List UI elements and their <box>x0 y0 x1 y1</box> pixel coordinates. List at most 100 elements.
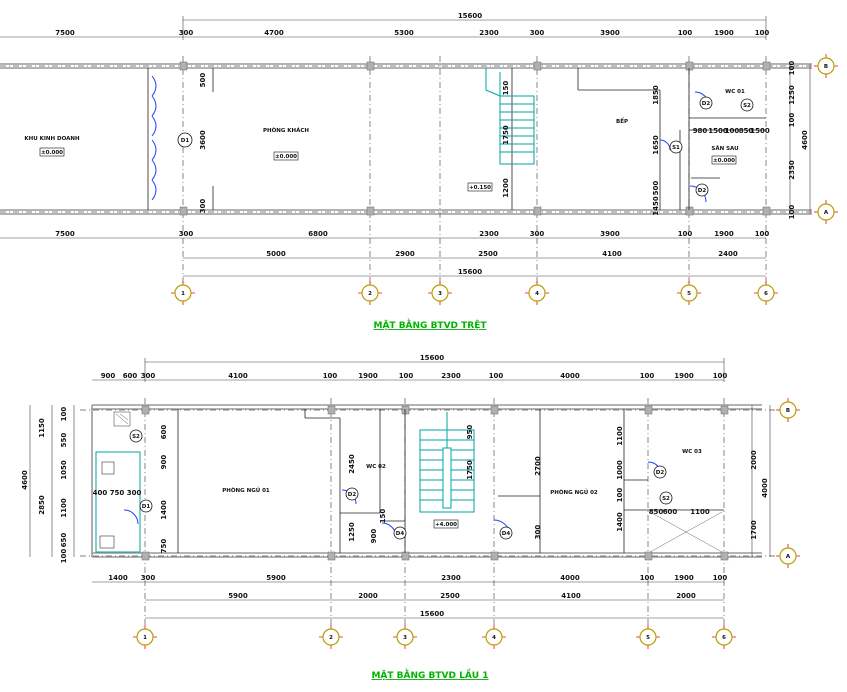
plan2-dim-top: 4100 <box>228 372 248 380</box>
plan2-inner-dim: 900 <box>160 455 168 470</box>
plan2-dim-top: 2300 <box>441 372 461 380</box>
plan1-inner-dim: 1200 <box>502 178 510 198</box>
plan2-axis-6: 6 <box>712 625 736 649</box>
plan2-dim-top: 100 <box>323 372 338 380</box>
axis-label: 6 <box>722 635 726 641</box>
door-tag-icon <box>177 132 193 148</box>
plan2-dim-top: 100 <box>489 372 504 380</box>
plan1-inner-dim: 1450 <box>652 196 660 216</box>
plan2-inner-dim: 1750 <box>466 460 474 480</box>
plan2-dim-bot: 100 <box>713 574 728 582</box>
plan1-axis-6: 6 <box>754 281 778 305</box>
plan1-door-3: S2 <box>743 103 751 109</box>
plan2-dim-bot: 1400 <box>108 574 128 582</box>
plan1-axis-2: 2 <box>358 281 382 305</box>
plan1-dim-bot-5: 300 <box>530 230 545 238</box>
plan1-dim-bot-1: 7500 <box>55 230 75 238</box>
plan1-inner-dim: 500 <box>652 181 660 196</box>
plan2-door-3: D2 <box>348 492 357 498</box>
plan2-dim-right-total: 4000 <box>761 478 769 498</box>
plan2-dim-top: 100 <box>399 372 414 380</box>
plan1-dim-top-3: 4700 <box>264 29 284 37</box>
axis-label: 3 <box>438 291 442 297</box>
plan1-axis-4: 4 <box>525 281 549 305</box>
plan1-dim-bot2-5: 2400 <box>718 250 738 258</box>
plan1-dim-right-1: 100 <box>788 61 796 76</box>
door-tag-icon <box>393 526 407 540</box>
plan2-axis-4: 4 <box>482 625 506 649</box>
plan2-dim-bot2: 5900 <box>228 592 248 600</box>
plan1-room-living: PHÒNG KHÁCH <box>263 127 309 134</box>
axis-label: A <box>824 210 829 216</box>
plan1-dim-top-8: 100 <box>678 29 693 37</box>
plan2-door-2: D1 <box>142 504 151 510</box>
plan2-inner-dim: 150 <box>379 509 387 524</box>
door-tag-icon <box>669 140 683 154</box>
plan2-dim-bot2: 2000 <box>676 592 696 600</box>
plan1-axis-5: 5 <box>677 281 701 305</box>
plan1-door-2: D2 <box>702 101 711 107</box>
plan2-inner-dim: 850 <box>649 508 664 516</box>
plan1-axis-3: 3 <box>428 281 452 305</box>
plan2-door-1: S2 <box>132 434 140 440</box>
plan1-dim-top-1: 7500 <box>55 29 75 37</box>
plan1-inner-dim: 980 <box>693 127 708 135</box>
plan2-dim-bot: 100 <box>640 574 655 582</box>
plan2-inner-dim: 1100 <box>616 426 624 446</box>
plan1-dim-bot-6: 3900 <box>600 230 620 238</box>
plan2-axis-5: 5 <box>636 625 660 649</box>
door-tag-icon <box>139 499 153 513</box>
axis-label: B <box>786 408 790 414</box>
door-tag-icon <box>129 429 143 443</box>
plan1-inner-dim: 1650 <box>652 135 660 155</box>
plan1-inner-dim: 300 <box>199 199 207 214</box>
plan1-dim-bot2-4: 4100 <box>602 250 622 258</box>
plan2-inner-dim: 1000 <box>616 460 624 480</box>
plan1-axis-B: B <box>814 54 838 78</box>
axis-label: 3 <box>403 635 407 641</box>
plan1-level-stair: +0.150 <box>469 185 491 191</box>
plan2-door-6: D2 <box>656 470 665 476</box>
plan1-dim-top-4: 5300 <box>394 29 414 37</box>
axis-label: B <box>824 64 828 70</box>
plan1-room-backyard: SÂN SAU <box>711 145 738 152</box>
plan1-folding-doors <box>151 75 157 201</box>
plan1-stair <box>485 68 535 165</box>
plan1-dim-bot-9: 100 <box>755 230 770 238</box>
plan2-dim-bot: 2300 <box>441 574 461 582</box>
plan2-inner-dim: 600 <box>160 425 168 440</box>
plan1-dim-top-6: 300 <box>530 29 545 37</box>
door-tag-icon <box>699 96 713 110</box>
door-tag-icon <box>695 183 709 197</box>
axis-label: A <box>786 554 791 560</box>
axis-label: 4 <box>535 291 539 297</box>
plan2-door-4: D4 <box>396 531 405 537</box>
plan2-dim-left: 650 <box>60 533 68 548</box>
plan2-axis-A: A <box>776 544 800 568</box>
plan1-dim-bot2-1: 5000 <box>266 250 286 258</box>
plan1-dim-bot-7: 100 <box>678 230 693 238</box>
plan2-dim-left: 100 <box>60 549 68 564</box>
plan1-dim-bot-8: 1900 <box>714 230 734 238</box>
plan2-dim-bot: 1900 <box>674 574 694 582</box>
plan1-door-1: D1 <box>181 138 190 144</box>
plan1-title: MẶT BẰNG BTVD TRỆT <box>374 318 488 331</box>
axis-label: 6 <box>764 291 768 297</box>
plan1-inner-dim: 1750 <box>502 125 510 145</box>
axis-label: 4 <box>492 635 496 641</box>
plan2-dim-left: 1050 <box>60 460 68 480</box>
plan2-inner-dim: 2700 <box>534 456 542 476</box>
axis-label: 5 <box>687 291 691 297</box>
plan2-inner-dim: 2450 <box>348 454 356 474</box>
plan1-level-living: ±0.000 <box>275 154 297 160</box>
plan2-inner-dim: 900 <box>370 529 378 544</box>
plan2-room-bed2: PHÒNG NGỦ 02 <box>550 488 598 496</box>
plan1-dim-right-4: 2350 <box>788 160 796 180</box>
door-tag-icon <box>659 491 673 505</box>
plan2-inner-dim: 600 <box>663 508 678 516</box>
plan2-dim-left: 1100 <box>60 498 68 518</box>
plan2-dim-left: 2850 <box>38 495 46 515</box>
plan1-dim-top-9: 1900 <box>714 29 734 37</box>
plan1-inner-dim: 3600 <box>199 130 207 150</box>
